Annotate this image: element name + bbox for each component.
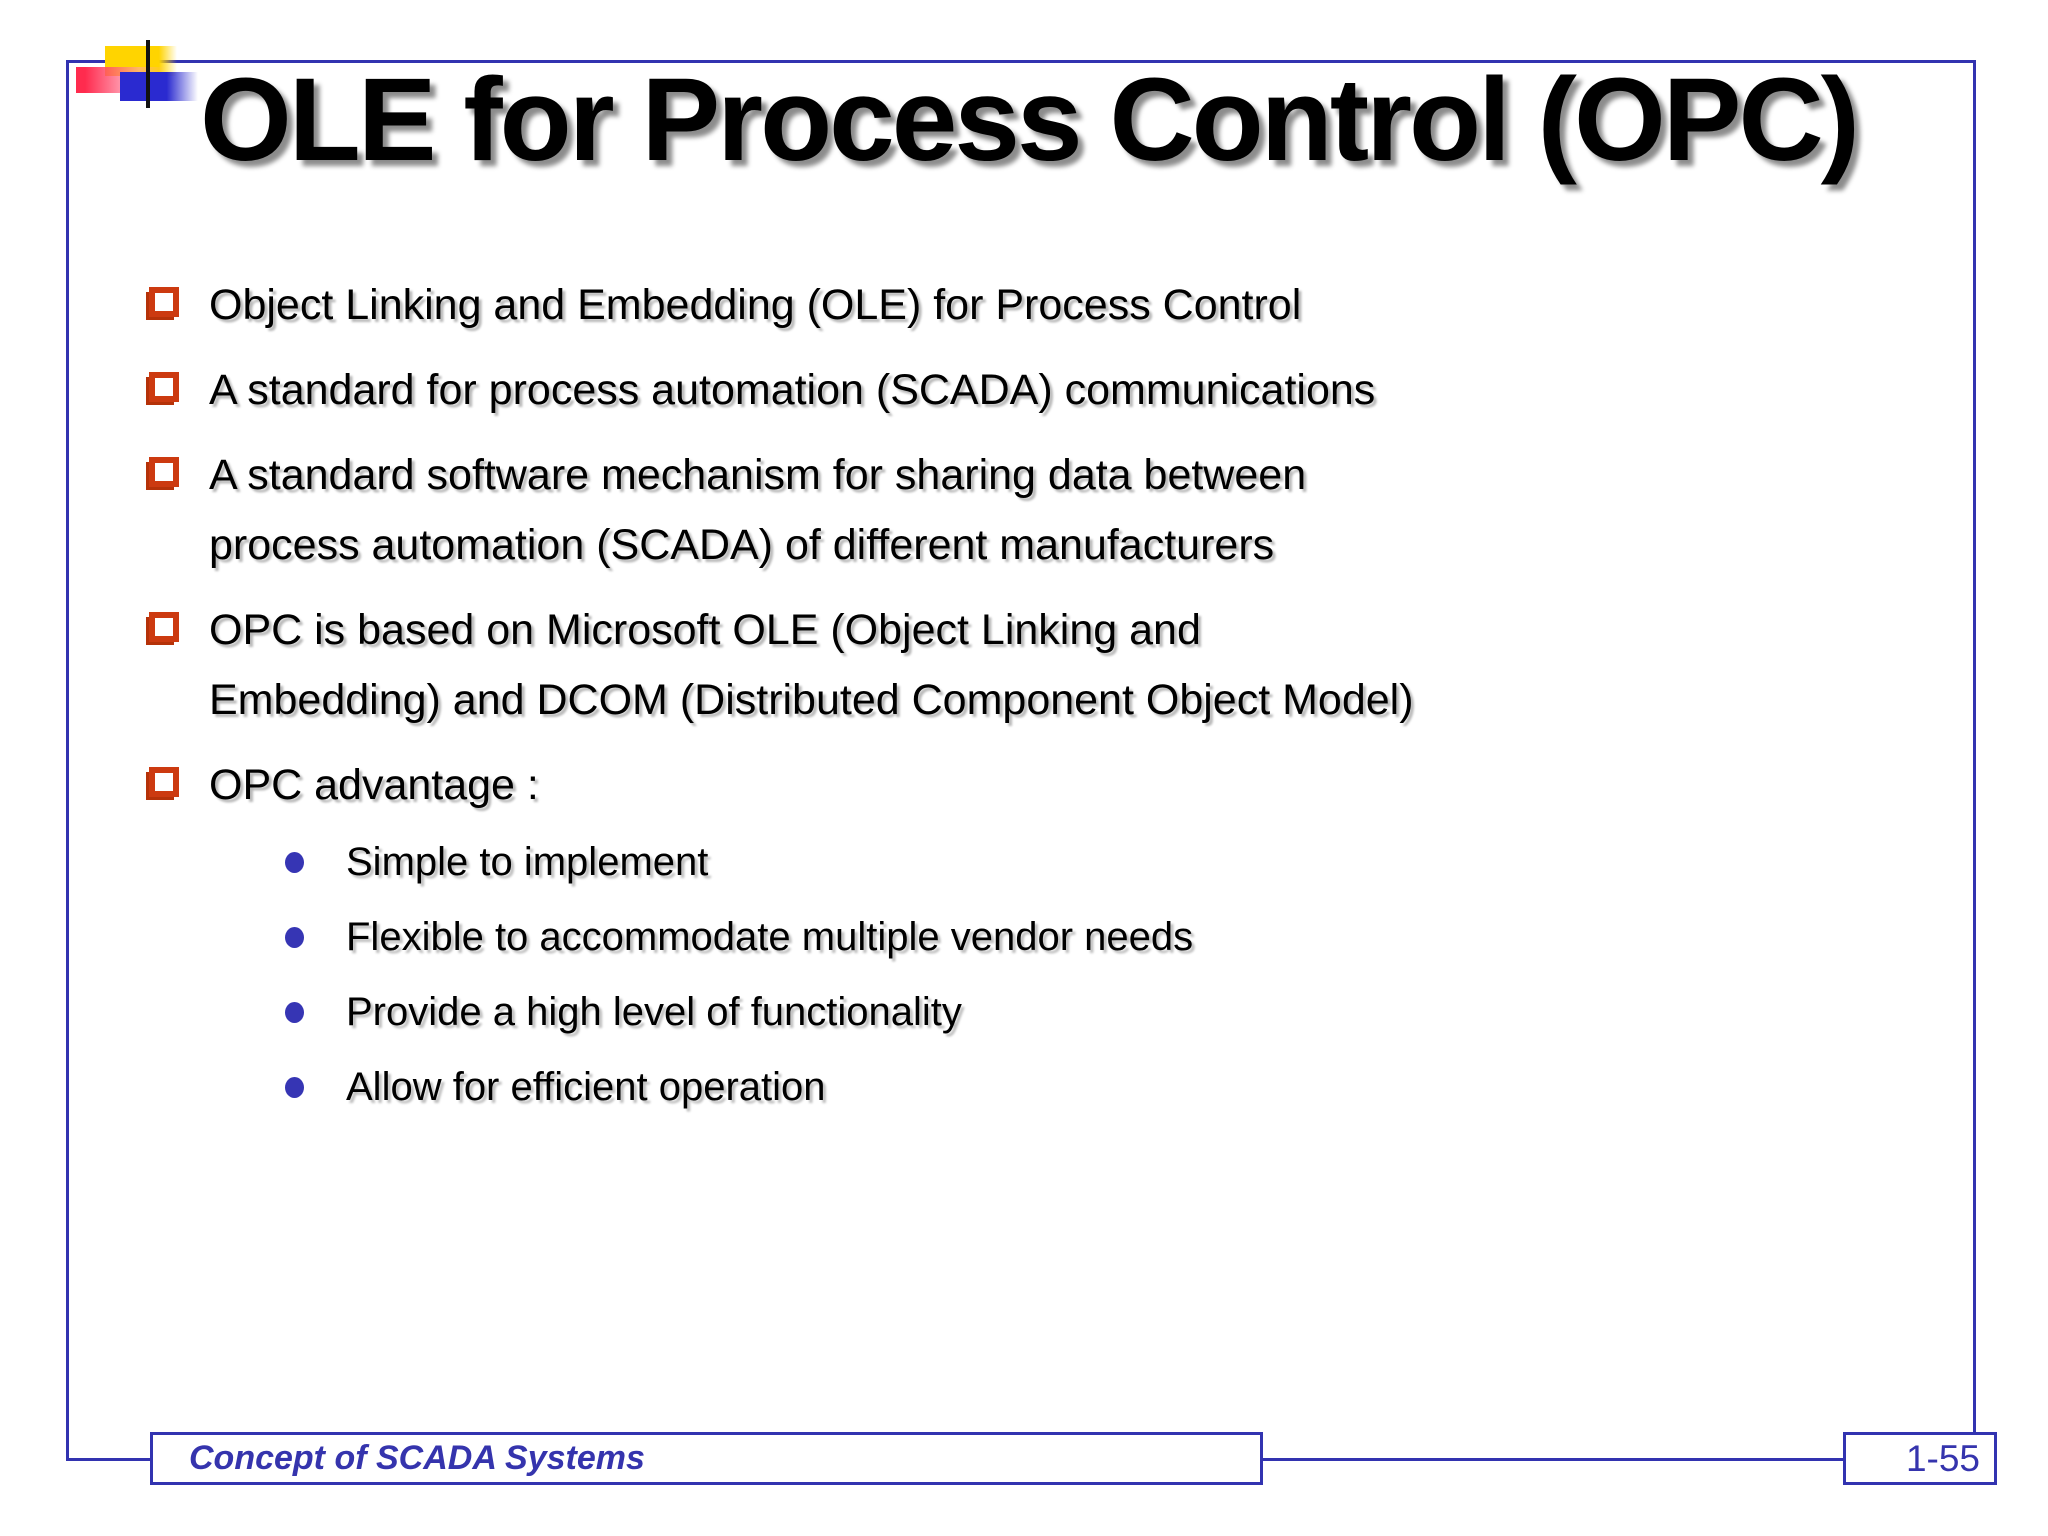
- list-item: A standard for process automation (SCADA…: [135, 355, 1895, 425]
- sub-bullet-text: Allow for efficient operation: [346, 1065, 826, 1109]
- dot-bullet-icon: [285, 852, 304, 873]
- footer-course-label: Concept of SCADA Systems: [150, 1432, 1263, 1485]
- footer-course-text: Concept of SCADA Systems: [189, 1439, 645, 1477]
- sub-bullet-list: Simple to implement Flexible to accommod…: [135, 835, 1895, 1114]
- list-item: OPC is based on Microsoft OLE (Object Li…: [135, 595, 1895, 735]
- list-item: A standard software mechanism for sharin…: [135, 440, 1895, 580]
- list-item: Simple to implement: [135, 835, 1895, 889]
- bullet-text: A standard for process automation (SCADA…: [209, 366, 1376, 414]
- sub-bullet-text: Flexible to accommodate multiple vendor …: [346, 915, 1194, 959]
- bullet-text: Object Linking and Embedding (OLE) for P…: [209, 281, 1302, 329]
- dot-bullet-icon: [285, 927, 304, 948]
- page-number-badge: 1-55: [1843, 1432, 1997, 1485]
- list-item: OPC advantage :: [135, 750, 1895, 820]
- list-item: Provide a high level of functionality: [135, 985, 1895, 1039]
- bullet-text: OPC advantage :: [209, 761, 539, 809]
- dot-bullet-icon: [285, 1077, 304, 1098]
- sub-bullet-text: Simple to implement: [346, 840, 709, 884]
- checkbox-bullet-icon: [149, 457, 179, 487]
- page-number-text: 1-55: [1905, 1437, 1980, 1479]
- checkbox-bullet-icon: [149, 767, 179, 797]
- decoration-blue-square-icon: [120, 72, 198, 101]
- sub-bullet-text: Provide a high level of functionality: [346, 990, 962, 1034]
- bullet-list: Object Linking and Embedding (OLE) for P…: [135, 270, 1895, 820]
- list-item: Flexible to accommodate multiple vendor …: [135, 910, 1895, 964]
- decoration-vertical-line: [146, 40, 150, 108]
- list-item: Allow for efficient operation: [135, 1060, 1895, 1114]
- bullet-text: OPC is based on Microsoft OLE (Object Li…: [209, 606, 1414, 724]
- dot-bullet-icon: [285, 1002, 304, 1023]
- checkbox-bullet-icon: [149, 372, 179, 402]
- checkbox-bullet-icon: [149, 612, 179, 642]
- bullet-text: A standard software mechanism for sharin…: [209, 451, 1307, 569]
- list-item: Object Linking and Embedding (OLE) for P…: [135, 270, 1895, 340]
- slide-body: Object Linking and Embedding (OLE) for P…: [135, 270, 1895, 1135]
- checkbox-bullet-icon: [149, 287, 179, 317]
- slide-title: OLE for Process Control (OPC): [200, 54, 1860, 186]
